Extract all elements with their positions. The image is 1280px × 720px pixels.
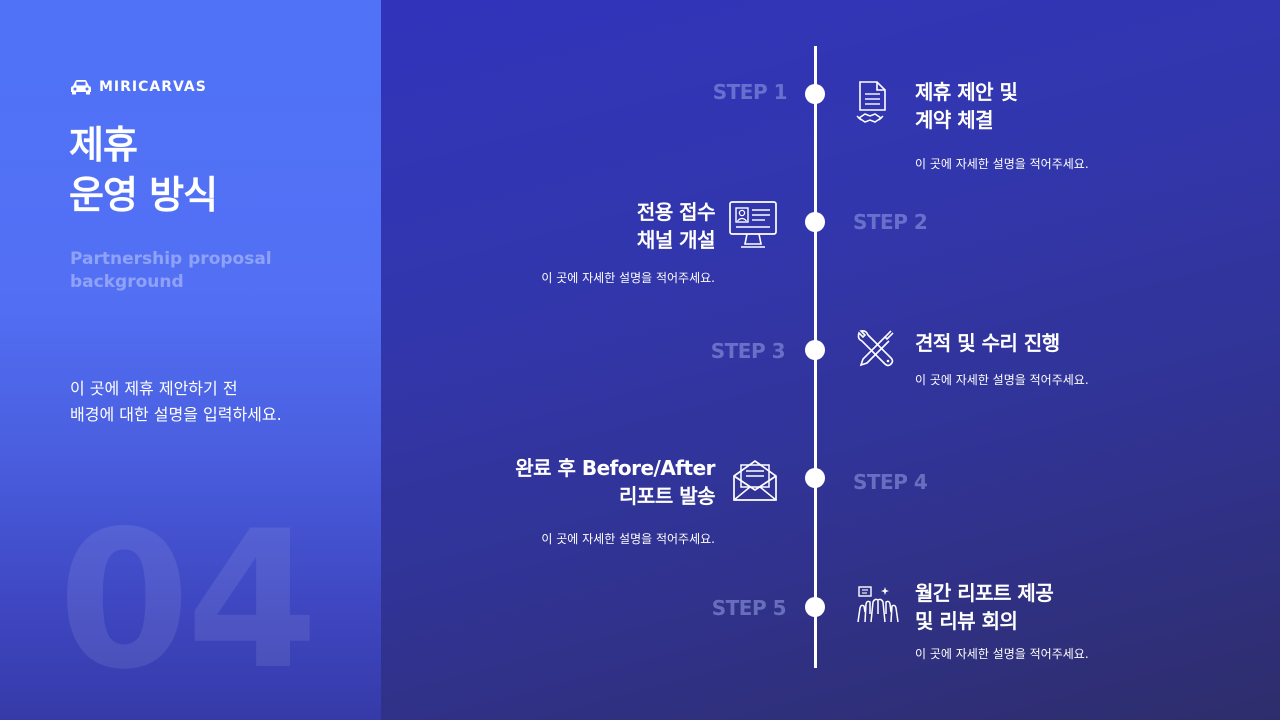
- brand: MIRICARVAS: [69, 79, 207, 95]
- page-number: 04: [58, 490, 318, 711]
- brand-name: MIRICARVAS: [99, 79, 207, 95]
- page-description: 이 곳에 제휴 제안하기 전 배경에 대한 설명을 입력하세요.: [70, 376, 282, 428]
- step-3-title-line-1: 견적 및 수리 진행: [915, 331, 1060, 355]
- step-2-description: 이 곳에 자세한 설명을 적어주세요.: [541, 271, 715, 285]
- subtitle-line-1: Partnership proposal: [70, 249, 272, 269]
- page-title: 제휴 운영 방식: [69, 120, 218, 220]
- step-4-title-line-2: 리포트 발송: [619, 484, 715, 508]
- contract-handshake-icon: [856, 81, 886, 123]
- car-icon: [71, 80, 91, 95]
- left-panel: MIRICARVAS 제휴 운영 방식 Partnership proposal…: [0, 0, 381, 720]
- step-5-title-line-1: 월간 리포트 제공: [915, 581, 1054, 605]
- mail-letter-icon: [733, 459, 777, 501]
- step-4-title-line-1: 완료 후 Before/After: [515, 456, 715, 480]
- meeting-hands-icon: [857, 586, 899, 623]
- timeline-panel: STEP 1 제휴 제안 및 계약 체결 이 곳에 자세한 설명을 적어주세요.…: [381, 0, 1280, 720]
- step-4-title: 완료 후 Before/After 리포트 발송: [465, 454, 715, 510]
- title-line-1: 제휴: [69, 123, 138, 167]
- tools-icon: [857, 330, 894, 367]
- step-3-label: STEP 3: [710, 339, 786, 363]
- step-5-dot: [805, 597, 825, 617]
- step-4-dot: [805, 468, 825, 488]
- step-1-title-line-1: 제휴 제안 및: [915, 80, 1018, 104]
- step-2-title-line-1: 전용 접수: [636, 200, 716, 224]
- step-5-description: 이 곳에 자세한 설명을 적어주세요.: [915, 647, 1089, 661]
- page-subtitle: Partnership proposal background: [70, 248, 272, 294]
- description-line-1: 이 곳에 제휴 제안하기 전: [70, 379, 238, 398]
- description-line-2: 배경에 대한 설명을 입력하세요.: [70, 405, 282, 424]
- title-line-2: 운영 방식: [69, 173, 218, 217]
- subtitle-line-2: background: [70, 272, 184, 292]
- step-2-title-line-2: 채널 개설: [636, 228, 716, 252]
- step-4-label: STEP 4: [853, 470, 928, 494]
- step-2-label: STEP 2: [853, 210, 928, 234]
- step-1-title-line-2: 계약 체결: [915, 108, 994, 132]
- step-1-description: 이 곳에 자세한 설명을 적어주세요.: [915, 157, 1089, 171]
- step-5-title: 월간 리포트 제공 및 리뷰 회의: [915, 579, 1054, 635]
- step-5-label: STEP 5: [711, 596, 787, 620]
- step-3-title: 견적 및 수리 진행: [915, 329, 1060, 357]
- step-5-title-line-2: 및 리뷰 회의: [915, 609, 1018, 633]
- monitor-profile-icon: [729, 201, 777, 248]
- step-2-title: 전용 접수 채널 개설: [515, 198, 716, 254]
- step-1-title: 제휴 제안 및 계약 체결: [915, 78, 1018, 134]
- step-3-description: 이 곳에 자세한 설명을 적어주세요.: [915, 373, 1089, 387]
- step-1-label: STEP 1: [712, 80, 788, 104]
- step-3-dot: [805, 340, 825, 360]
- step-2-dot: [805, 212, 825, 232]
- step-4-description: 이 곳에 자세한 설명을 적어주세요.: [541, 532, 715, 546]
- step-1-dot: [805, 84, 825, 104]
